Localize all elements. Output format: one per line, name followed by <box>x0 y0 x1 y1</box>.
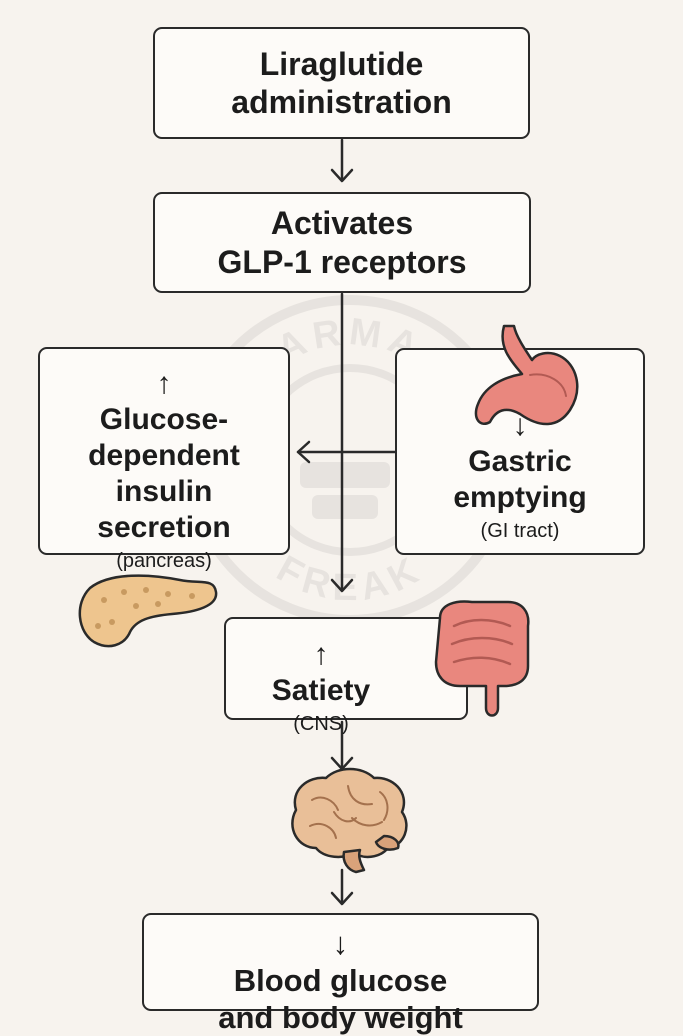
gastric-site-label: (GI tract) <box>480 520 560 542</box>
box-blood-glucose-body-weight: ↓ Blood glucose and body weight <box>142 913 539 1035</box>
outcome-label: Blood glucose and body weight <box>218 963 463 1036</box>
box-satiety: ↑ Satiety (CNS) <box>224 617 468 735</box>
arrowhead-insulin <box>296 440 311 464</box>
gastric-label: Gastric emptying <box>453 445 587 514</box>
satiety-label: Satiety <box>271 674 371 707</box>
box-activates-glp1-receptors: Activates GLP-1 receptors <box>153 192 531 293</box>
liraglutide-label: Liraglutide administration <box>231 45 452 120</box>
box-gastric-emptying: ↓ Gastric emptying (GI tract) <box>395 348 645 555</box>
increase-arrow: ↑ <box>156 366 172 400</box>
box-insulin-secretion: ↑ Glucose- dependent insulin secretion (… <box>38 347 290 572</box>
decrease-arrow: ↓ <box>332 925 349 961</box>
arrowhead-outcome <box>330 891 354 906</box>
watermark-text-bottom: FREAK <box>270 548 430 610</box>
arrowhead-satiety <box>330 578 354 593</box>
box-liraglutide-administration: Liraglutide administration <box>153 27 530 139</box>
insulin-site-label: (pancreas) <box>116 549 212 572</box>
arrowhead-receptor <box>330 168 354 183</box>
receptor-label: Activates GLP-1 receptors <box>217 205 467 280</box>
insulin-label: Glucose- dependent insulin secretion <box>88 402 240 544</box>
decrease-arrow: ↓ <box>512 409 528 442</box>
satiety-site-label: (CNS) <box>293 713 349 735</box>
increase-arrow: ↑ <box>313 638 329 671</box>
